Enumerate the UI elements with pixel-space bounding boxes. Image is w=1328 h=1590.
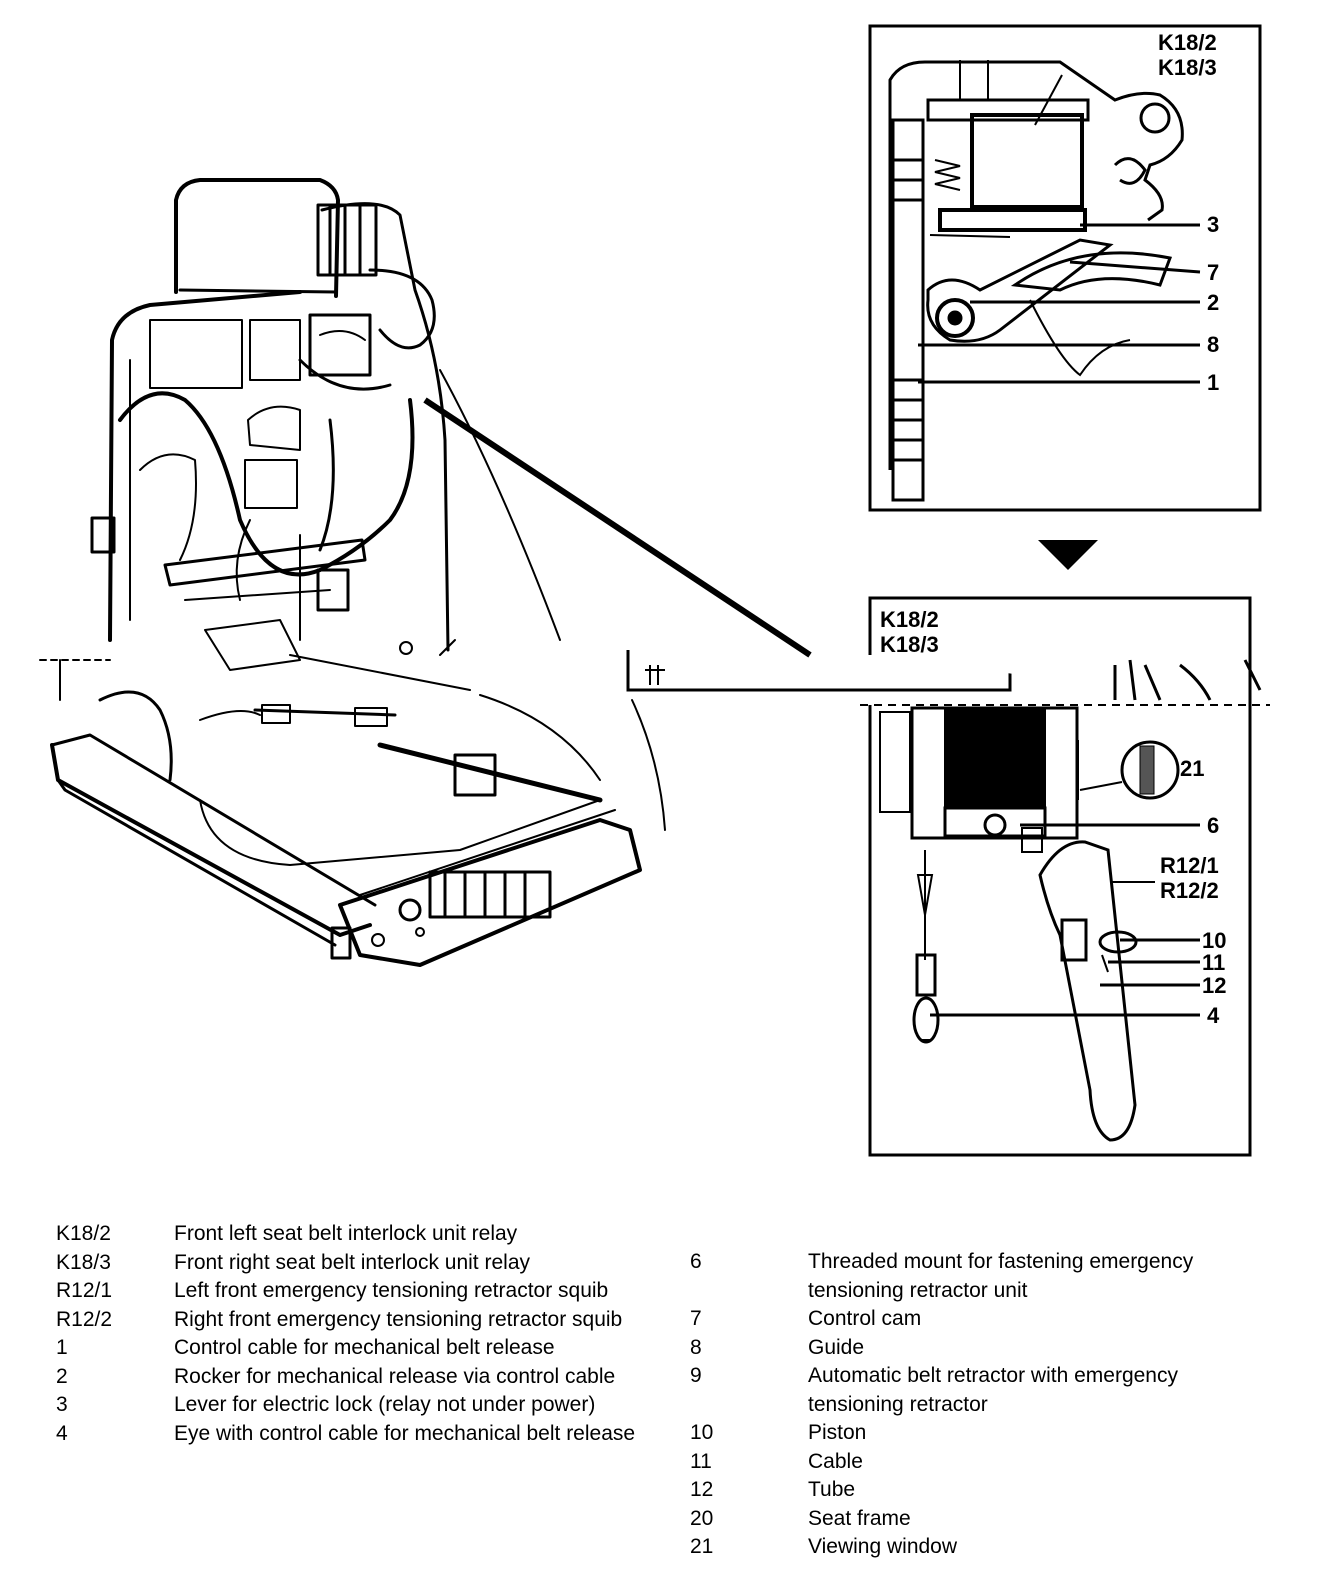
legend-code: 2 [56,1364,68,1388]
legend-row: 11 Cable [690,1448,1228,1477]
legend-code: 3 [56,1393,68,1416]
legend-row: 9 Automatic belt retractor with emergency… [690,1362,1228,1419]
inset-bottom-label-4: 4 [1207,1003,1220,1028]
inset-bottom-label-21: 21 [1180,756,1204,781]
legend-description: Control cam [808,1307,922,1330]
legend-row: 6 Threaded mount for fastening emergency … [690,1248,1228,1305]
inset-bottom-label-11: 11 [1202,950,1225,975]
legend-row: 8 Guide [690,1334,1228,1363]
legend-description: Viewing window [808,1535,958,1558]
legend-row: 12 Tube [690,1476,1228,1505]
inset-bottom-label-10: 10 [1202,928,1226,953]
legend-code: 11 [690,1449,712,1473]
legend-row: 3 Lever for electric lock (relay not unde… [56,1391,635,1420]
legend-row: R12/2 Right front emergency tensioning re… [56,1306,635,1335]
legend-row: K18/2 Front left seat belt interlock unit… [56,1220,635,1249]
legend-description: Rocker for mechanical release via contro… [174,1364,616,1388]
legend-description: Piston [808,1421,867,1444]
legend-description: Lever for electric lock (relay not under… [174,1393,596,1416]
legend-code: 12 [690,1478,714,1501]
legend-description: Tube [808,1478,856,1501]
legend-code: 9 [690,1364,702,1387]
inset-bottom-label-k18-3: K18/3 [880,632,939,657]
legend-description: Eye with control cable for mechanical be… [174,1421,636,1445]
inset-top-label-1: 1 [1207,370,1219,395]
legend-code: K18/3 [56,1250,111,1274]
legend-row: 1 Control cable for mechanical belt relea… [56,1334,635,1363]
inset-bottom-label-r12-2: R12/2 [1160,878,1219,903]
inset-top: K18/2 K18/3 3 7 2 8 1 [868,24,1262,512]
detail-leader-line [423,397,812,658]
legend-description: Front left seat belt interlock unit rela… [174,1222,518,1245]
legend-row: R12/1 Left front emergency tensioning ret… [56,1277,635,1306]
legend-code: 10 [690,1421,714,1444]
legend-description: Right front emergency tensioning retract… [174,1307,623,1331]
inset-top-label-8: 8 [1207,332,1219,357]
legend-description: Guide [808,1335,865,1359]
legend-description: Seat frame [808,1506,911,1530]
seat-illustration [39,178,666,967]
legend-row: 4 Eye with control cable for mechanical b… [56,1420,635,1449]
inset-bottom-label-k18-2: K18/2 [880,607,939,632]
legend-row: 7 Control cam [690,1305,1228,1334]
legend-code: K18/2 [56,1222,111,1245]
inset-top-label-k18-2: K18/2 [1158,30,1217,55]
inset-top-label-3: 3 [1207,212,1219,237]
inset-top-label-2: 2 [1207,290,1219,315]
legend-code: 7 [690,1307,702,1330]
seat-belt-diagram: K18/2 K18/3 3 7 2 8 1 [39,24,1270,1157]
legend-description: Automatic belt retractor with emergency … [808,1364,1178,1416]
inset-top-label-k18-3: K18/3 [1158,55,1217,80]
legend-row: 21 Viewing window [690,1533,1228,1562]
inset-bottom: K18/2 K18/3 21 6 R12/1 R12/2 10 11 12 4 [860,596,1270,1157]
legend-description: Front right seat belt interlock unit rel… [174,1250,530,1274]
inset-bottom-label-12: 12 [1202,973,1226,998]
legend-row: K18/3 Front right seat belt interlock uni… [56,1249,635,1278]
legend-row: 10 Piston [690,1419,1228,1448]
legend-code: 8 [690,1335,702,1359]
legend-description: Left front emergency tensioning retracto… [174,1279,609,1302]
legend-right: 6 Threaded mount for fastening emergency … [690,1248,1228,1562]
legend-row: 20 Seat frame [690,1505,1228,1534]
legend-description: Threaded mount for fastening emergency t… [808,1250,1194,1302]
legend-code: 1 [56,1336,68,1359]
inset-bottom-label-6: 6 [1207,813,1219,838]
inset-bottom-label-r12-1: R12/1 [1160,853,1219,878]
legend-code: R12/1 [56,1279,113,1302]
legend-code: 21 [690,1535,714,1558]
legend-row: 2 Rocker for mechanical release via contr… [56,1363,635,1392]
legend-code: 6 [690,1250,702,1273]
legend-left: K18/2 Front left seat belt interlock unit… [56,1220,635,1448]
legend-code: R12/2 [56,1307,113,1331]
legend-code: 4 [56,1421,68,1445]
legend-code: 20 [690,1506,714,1530]
legend-description: Cable [808,1449,863,1473]
legend-description: Control cable for mechanical belt releas… [174,1336,555,1359]
down-arrow-icon [1038,540,1098,570]
inset-top-label-7: 7 [1207,260,1219,285]
